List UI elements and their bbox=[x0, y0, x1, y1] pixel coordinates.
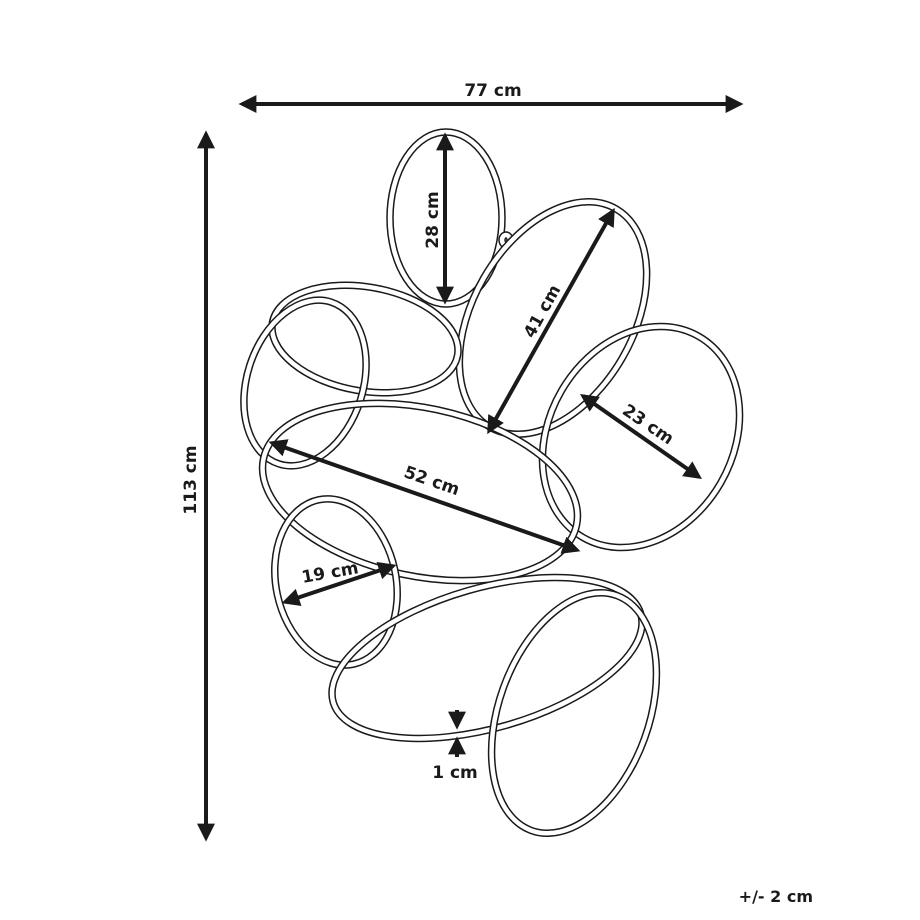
oval-bottom-tall bbox=[487, 589, 661, 837]
oval-top-label: 28 cm bbox=[423, 191, 443, 248]
oval-right-dimension-arrow bbox=[580, 393, 702, 480]
oval-center-dimension-arrow bbox=[268, 439, 581, 554]
wire-rings bbox=[240, 128, 744, 837]
oval-small-label: 19 cm bbox=[300, 558, 360, 588]
oval-center-label: 52 cm bbox=[401, 462, 462, 500]
oval-diagonal-dimension-arrow bbox=[487, 207, 615, 435]
height-label: 113 cm bbox=[181, 445, 201, 514]
oval-small-dimension-arrow bbox=[281, 562, 397, 606]
oval-left-tall bbox=[240, 296, 370, 470]
tolerance-label: +/- 2 cm bbox=[739, 887, 813, 906]
width-label: 77 cm bbox=[464, 81, 521, 101]
oval-center bbox=[258, 399, 582, 585]
dimension-lines bbox=[197, 95, 744, 842]
wire-thickness-label: 1 cm bbox=[432, 763, 478, 783]
